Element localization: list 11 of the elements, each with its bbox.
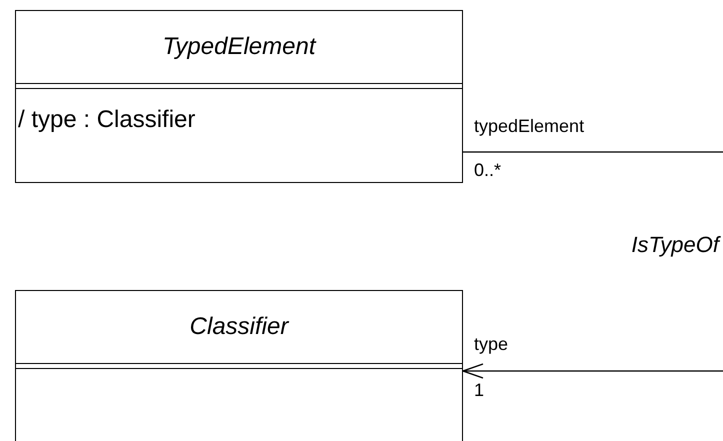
role-name: type (474, 334, 508, 355)
class-name: TypedElement (162, 33, 316, 61)
multiplicity: 1 (474, 380, 484, 401)
association-line (462, 151, 723, 379)
role-name: typedElement (474, 116, 584, 137)
association-name: IsTypeOf (631, 232, 719, 258)
attribute-text: / type : Classifier (18, 106, 196, 134)
multiplicity: 0..* (474, 160, 502, 181)
class-box (15, 10, 463, 183)
class-name: Classifier (190, 313, 288, 341)
class-box (15, 290, 463, 441)
